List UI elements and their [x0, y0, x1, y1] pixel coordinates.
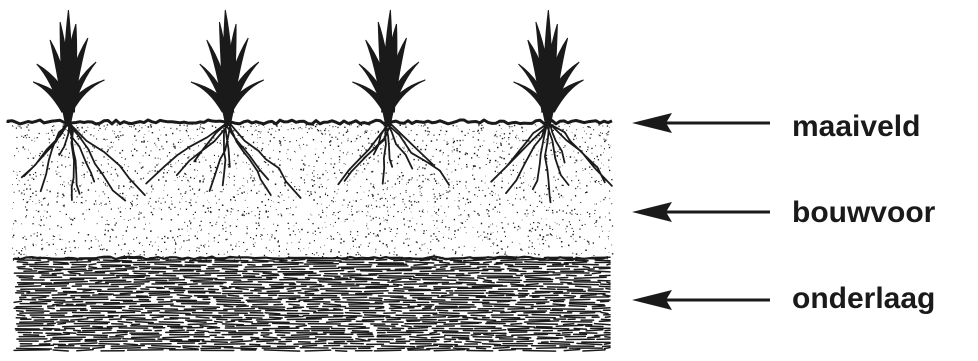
roots — [491, 124, 612, 202]
plant-2 — [146, 10, 300, 198]
arrow-head — [632, 290, 672, 310]
arrow-onderlaag — [632, 290, 770, 310]
plant-3 — [338, 10, 449, 185]
surface-line — [8, 120, 612, 124]
arrow-maaiveld — [632, 113, 770, 133]
roots — [146, 124, 300, 198]
arrow-head — [632, 202, 672, 222]
arrow-bouwvoor — [632, 202, 770, 222]
maaiveld-surface-line — [8, 120, 612, 124]
roots — [22, 124, 145, 201]
arrow-head — [632, 113, 672, 133]
bouwvoor-stipple — [12, 124, 613, 261]
bouwvoor-layer — [12, 124, 613, 261]
arrows-group — [632, 113, 770, 310]
onderlaag-layer — [14, 257, 610, 352]
plants-group — [22, 10, 612, 202]
roots — [338, 124, 449, 185]
label-bouwvoor: bouwvoor — [792, 198, 935, 228]
plant-4 — [491, 10, 612, 202]
label-maaiveld: maaiveld — [792, 112, 920, 142]
label-onderlaag: onderlaag — [792, 284, 935, 314]
onderlaag-strokes — [14, 257, 610, 351]
plant-1 — [22, 10, 145, 201]
